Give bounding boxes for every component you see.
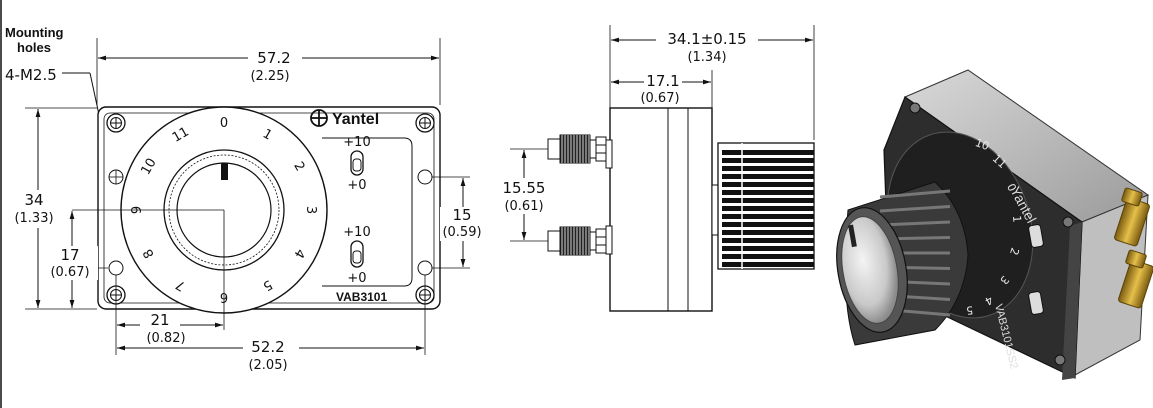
iso-dial-number: 2 [1007,246,1022,257]
sma-connector [547,134,607,164]
sma-connector [547,226,607,256]
isometric-view: 10110123456 Yantel VAB3101SS2 [836,69,1153,380]
dial-number: 3 [303,206,318,214]
knob-pointer [221,163,228,180]
switch-2-top: +10 [343,225,370,240]
dim-conn-in: (0.61) [504,199,543,214]
dim-conn: 15.55 [503,179,546,197]
dim-hole-h: 52.2 [251,338,284,356]
front-model: VAB3101 [336,290,387,304]
dim-body-in: (0.67) [640,91,679,106]
iso-dial-number: 0 [1004,182,1019,194]
dim-height: 34 [24,191,43,209]
dial-number: 10 [138,156,159,178]
dim-knob-center: 21 [150,311,169,329]
iso-dial-number: 5 [965,303,973,317]
corner-screw-tr [415,113,435,133]
dim-width-in: (2.25) [250,69,289,84]
mounting-hole-tr [417,169,433,185]
dial-number: 11 [170,124,192,145]
corner-screw-tl [106,113,126,133]
dim-hole-spacing-in: (0.59) [442,225,481,240]
switch-1[interactable]: +10 +0 [343,135,370,193]
side-body [609,107,713,312]
dim-hole-spacing: 15 [452,206,471,224]
mounting-hole-br [417,260,433,276]
switch-2-bottom: +0 [347,271,366,286]
dim-body: 17.1 [646,72,679,90]
dim-length-in: (1.34) [687,50,726,65]
dim-height-in: (1.33) [14,211,53,226]
dim-knob-center-in: (0.82) [146,331,185,346]
callout-thread: 4-M2.5 [5,66,57,84]
switch-2[interactable]: +10 +0 [343,225,370,286]
knob-ribs [722,143,814,269]
iso-dial-number: 1 [1010,215,1023,223]
dim-width: 57.2 [257,49,290,67]
mounting-hole-bl [108,260,124,276]
yantel-logo-icon [310,109,328,127]
iso-gold-connectors [1114,187,1153,309]
dim-hole-v: 17 [60,246,79,264]
dim-length: 34.1±0.15 [667,30,746,48]
callout-line1: Mounting [5,25,64,40]
side-view: 34.1±0.15 (1.34) 17.1 (0.67) 15.55 (0.61… [494,25,815,312]
mounting-hole-tl [108,169,124,185]
switch-1-bottom: +0 [347,178,366,193]
dial-number: 0 [220,116,228,131]
dim-hole-h-in: (2.05) [248,358,287,373]
front-brand: Yantel [332,111,379,128]
iso-dial-number: 10 [973,136,991,153]
switch-1-top: +10 [343,135,370,150]
sma-connectors [547,134,607,256]
callout-line2: holes [17,40,51,55]
front-view: Mounting holes 4-M2.5 57.2 (2.25) 012345… [4,25,486,373]
dim-hole-v-in: (0.67) [50,265,89,280]
